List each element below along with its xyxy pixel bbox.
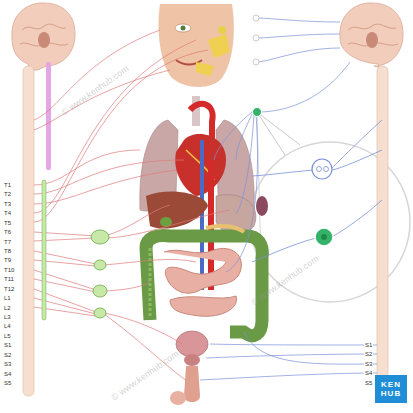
spinal-level: T2: [3, 191, 12, 197]
spinal-level: T9: [3, 257, 12, 263]
spinal-level: T6: [3, 229, 12, 235]
spinal-level: S3: [364, 361, 373, 367]
spinal-level: T3: [3, 201, 12, 207]
spinal-level: T5: [3, 220, 12, 226]
spinal-level: L2: [3, 305, 12, 311]
spinal-level: S4: [364, 370, 373, 376]
watermark: © www.kenhub.com: [110, 349, 180, 402]
spinal-level: S5: [3, 380, 12, 386]
logo: KEN HUB: [375, 375, 407, 403]
spinal-level: L4: [3, 323, 12, 329]
spinal-level: S3: [3, 361, 12, 367]
spinal-level: S2: [3, 352, 12, 358]
spinal-level: S5: [364, 380, 373, 386]
spinal-level: S1: [3, 342, 12, 348]
spinal-level: L5: [3, 333, 12, 339]
spinal-level: L1: [3, 295, 12, 301]
spinal-level: T7: [3, 239, 12, 245]
spinal-level: S1: [364, 342, 373, 348]
spinal-level: T8: [3, 248, 12, 254]
spinal-level: T12: [3, 286, 15, 292]
spinal-level: T4: [3, 210, 12, 216]
spinal-level: S4: [3, 371, 12, 377]
spinal-level: T11: [3, 276, 15, 282]
watermark: © www.kenhub.com: [60, 64, 130, 117]
spinal-level: S2: [364, 351, 373, 357]
spinal-level: T1: [3, 182, 12, 188]
spinal-level: L3: [3, 314, 12, 320]
spinal-level: T10: [3, 267, 15, 273]
